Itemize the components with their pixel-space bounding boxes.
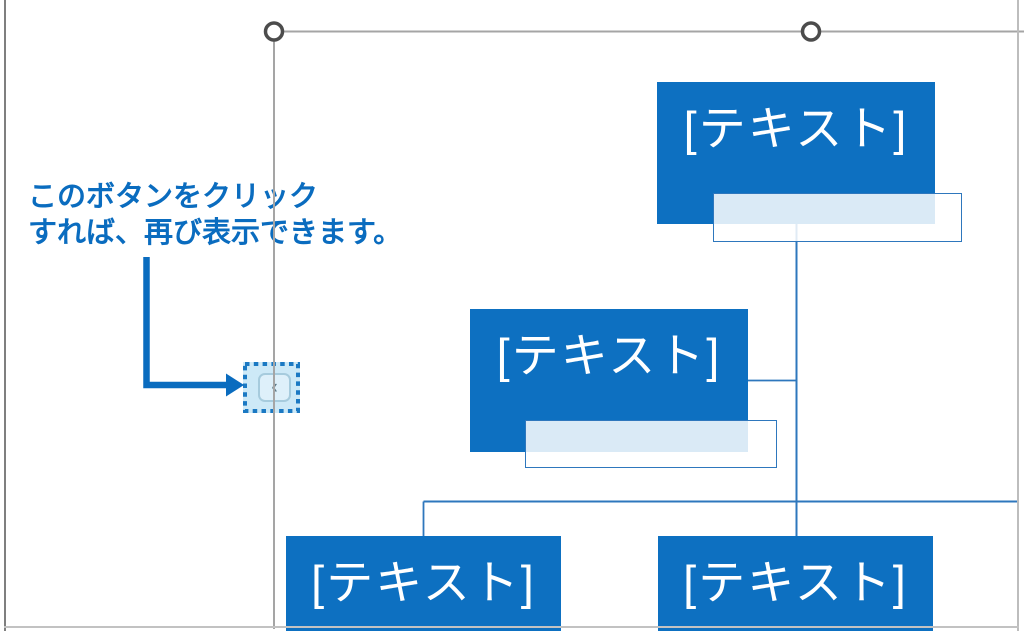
callout-arrow-line [143, 257, 227, 389]
selection-handle-top-left[interactable] [263, 21, 285, 42]
org-subnode-top[interactable] [713, 193, 962, 242]
callout-arrow-head [226, 373, 244, 397]
screenshot-border-left [4, 0, 6, 631]
screenshot-border-bottom [4, 626, 1019, 628]
org-subnode-middle[interactable] [525, 420, 777, 468]
callout-text-line2: すれば、再び表示できます。 [28, 217, 403, 249]
dotted-selection-border [243, 362, 300, 413]
org-node-bottom-left[interactable]: [テキスト] [286, 536, 561, 631]
screenshot-border-right [1017, 0, 1019, 631]
org-node-bottom-right[interactable]: [テキスト] [658, 536, 933, 631]
callout-text: このボタンをクリック すれば、再び表示できます。 [28, 179, 402, 251]
selection-handle-top-middle[interactable] [800, 21, 822, 42]
callout-text-line1: このボタンをクリック [28, 181, 319, 213]
